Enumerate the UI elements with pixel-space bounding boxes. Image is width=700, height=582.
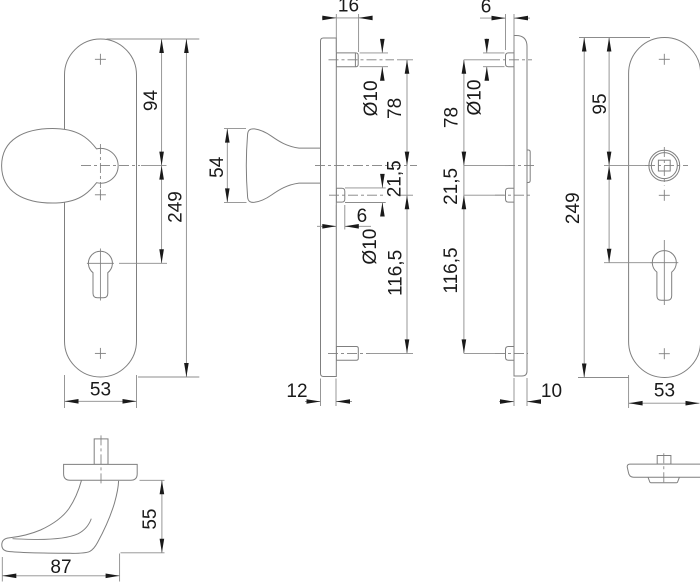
svg-text:78: 78 (442, 107, 463, 128)
svg-text:21,5: 21,5 (384, 160, 405, 197)
svg-text:55: 55 (140, 509, 161, 530)
svg-text:Ø10: Ø10 (465, 80, 486, 116)
svg-text:116,5: 116,5 (441, 247, 462, 293)
svg-text:78: 78 (385, 98, 406, 119)
svg-text:10: 10 (541, 381, 562, 402)
svg-text:95: 95 (590, 93, 611, 114)
svg-text:6: 6 (481, 0, 492, 18)
svg-text:53: 53 (654, 381, 675, 402)
svg-text:54: 54 (207, 156, 228, 178)
svg-text:Ø10: Ø10 (360, 229, 381, 265)
svg-text:87: 87 (50, 557, 71, 578)
svg-text:16: 16 (338, 0, 359, 17)
svg-text:249: 249 (563, 192, 584, 224)
svg-text:116,5: 116,5 (385, 250, 406, 296)
svg-text:21,5: 21,5 (441, 168, 462, 205)
svg-text:Ø10: Ø10 (361, 80, 382, 116)
svg-text:12: 12 (286, 381, 307, 402)
svg-text:6: 6 (357, 206, 368, 227)
svg-text:53: 53 (90, 380, 111, 401)
svg-text:94: 94 (141, 90, 162, 112)
svg-text:249: 249 (166, 191, 187, 223)
